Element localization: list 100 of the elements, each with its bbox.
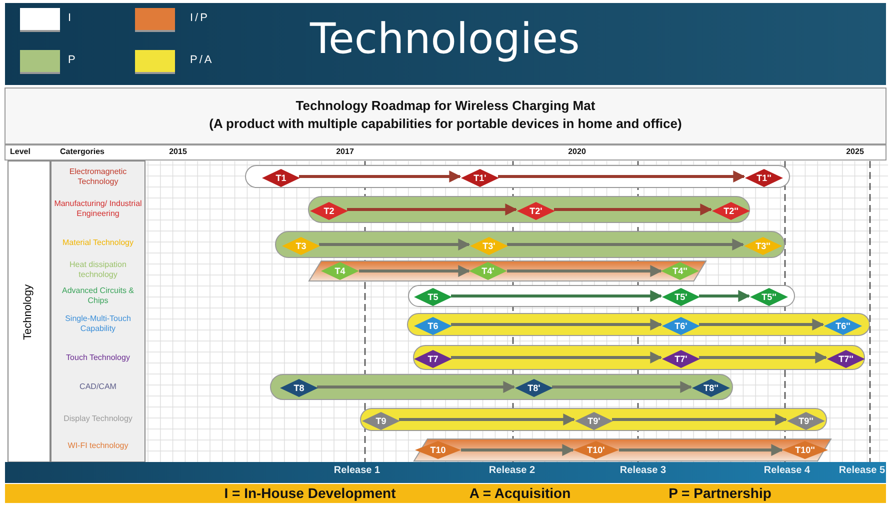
milestone-label: T10' [586,444,606,456]
milestone-label: T5'' [760,291,778,303]
milestone-label: T1'' [756,172,772,184]
legend-label: P [68,54,78,66]
level-label: Technology [22,284,34,340]
milestone-label: T1 [274,172,288,184]
arrow [347,204,518,216]
milestone-diamond [750,288,788,306]
milestone-label: T8' [526,382,542,394]
milestone-label: T8 [292,382,306,394]
key-text: P = Partnership [668,485,772,502]
arrow [619,444,784,456]
year-label: 2020 [567,147,587,157]
milestone-label: T7 [426,352,440,364]
milestone-diamond [414,316,452,334]
milestone-diamond [310,202,348,220]
release-label: Release 5 [838,465,886,477]
category-label: Electromagnetic Technology [68,167,128,187]
legend-label: I/P [190,12,210,24]
milestone-label: T10'' [794,444,816,456]
subtitle: Technology Roadmap for Wireless Charging Mat [294,98,596,114]
category-label: Advanced Circuits & Chips [60,286,136,306]
arrow [612,414,788,426]
milestone-label: T9' [586,414,602,426]
subtitle: (A product with multiple capabilities for portable devices in home and office) [208,116,683,132]
key-text: I = In-House Development [223,485,397,502]
category-label: Manufacturing/ Industrial Engineering [53,199,143,219]
milestone-label: T6 [426,320,440,332]
milestone-diamond [415,441,461,459]
milestone-diamond [824,316,862,334]
milestone-label: T2'' [722,204,740,216]
milestone-label: T2 [322,204,336,216]
arrow [319,238,470,250]
milestone-label: T5 [426,291,440,303]
milestone-label: T6'' [834,320,852,332]
timeline-band [413,438,832,462]
timeline-band [308,196,750,223]
milestone-diamond [662,288,700,306]
milestone-label: T8'' [702,382,720,394]
category-label: Single-Multi-Touch Capability [64,314,132,334]
milestone-label: T7'' [838,352,854,364]
arrow [699,290,750,302]
milestone-label: T3' [482,240,496,252]
milestone-diamond [661,262,699,280]
arrow [399,414,576,426]
milestone-label: T4 [334,265,346,277]
milestone-diamond [745,168,783,186]
milestone-label: T1' [472,172,488,184]
category-label: Material Technology [61,238,134,248]
arrow [451,318,662,330]
title: Technologies [310,13,580,65]
arrow [317,381,516,393]
legend-label: P/A [190,54,214,66]
release-label: Release 2 [488,465,536,477]
category-label: WI-FI technology [66,441,130,451]
timeline-band [275,231,785,258]
arrow [359,265,470,277]
milestone-label: T5' [674,291,688,303]
milestone-diamond [782,441,828,459]
milestone-label: T2' [528,204,544,216]
milestone-diamond [744,236,782,254]
milestone-label: T6' [674,320,688,332]
arrow [507,238,744,250]
milestone-diamond [692,379,730,397]
timeline-band [407,313,870,336]
category-label: Display Technology [62,414,134,424]
milestone-label: T7' [674,352,688,364]
arrow [461,444,574,456]
category-label: Heat dissipation technology [68,260,128,280]
milestone-diamond [575,412,613,430]
legend-label: I [68,12,74,24]
year-label: 2015 [168,147,188,157]
arrow [699,352,828,364]
milestone-diamond [262,168,300,186]
milestone-diamond [517,202,555,220]
milestone-label: T3'' [754,240,772,252]
milestone-label: T4'' [672,265,688,277]
milestone-label: T3 [294,240,308,252]
milestone-diamond [515,379,553,397]
year-label: 2017 [335,147,355,157]
milestone-diamond [470,236,508,254]
arrow [552,381,692,393]
milestone-diamond [662,350,700,368]
timeline-band [413,345,865,370]
release-label: Release 3 [618,465,668,477]
milestone-label: T4' [480,265,496,277]
milestone-diamond [827,350,865,368]
column-header: Catergories [60,147,106,157]
category-label: Touch Technology [65,353,131,363]
milestone-diamond [362,412,400,430]
column-header: Level [10,147,32,157]
arrow [507,265,662,277]
arrow [451,352,662,364]
release-label: Release 4 [762,465,812,477]
milestone-diamond [282,236,320,254]
milestone-diamond [414,288,452,306]
milestone-label: T9 [374,414,388,426]
milestone-diamond [573,441,619,459]
milestone-label: T9'' [798,414,814,426]
arrow [299,170,462,182]
